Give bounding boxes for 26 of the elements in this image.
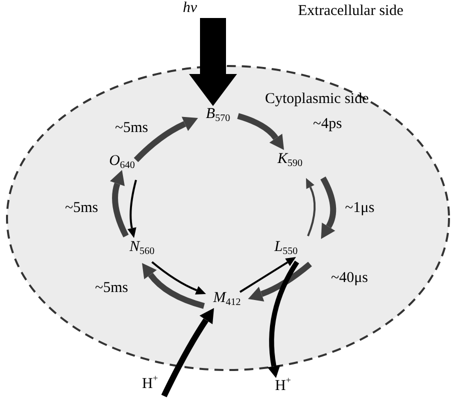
arrow	[151, 261, 206, 294]
arrow	[110, 170, 129, 238]
arrow	[267, 260, 300, 378]
arrow	[320, 176, 336, 240]
state-label: B$_{570}$	[206, 106, 230, 123]
arrow	[248, 262, 312, 302]
arrow	[237, 113, 285, 150]
proton-label: H$^{+}$	[142, 376, 158, 393]
region-label: Cytoplasmic side	[264, 91, 370, 108]
proton-label: H$^{+}$	[275, 378, 291, 395]
arrow	[306, 178, 316, 236]
state-label: M$_{412}$	[213, 290, 241, 307]
edge-label: ~40μs	[330, 270, 369, 287]
state-label: O$_{640}$	[109, 153, 135, 170]
arrow	[127, 180, 137, 238]
state-label: N$_{560}$	[129, 239, 154, 256]
light-label: hν	[182, 0, 198, 17]
arrow	[142, 263, 205, 309]
arrow	[134, 116, 198, 162]
edge-label: ~4ps	[312, 116, 343, 133]
state-label: L$_{550}$	[274, 239, 298, 256]
arrow	[239, 257, 296, 293]
edge-label: ~1μs	[344, 200, 376, 217]
state-label: K$_{590}$	[277, 151, 302, 168]
arrow	[161, 308, 214, 398]
side-label: Extracellular side	[297, 3, 404, 20]
